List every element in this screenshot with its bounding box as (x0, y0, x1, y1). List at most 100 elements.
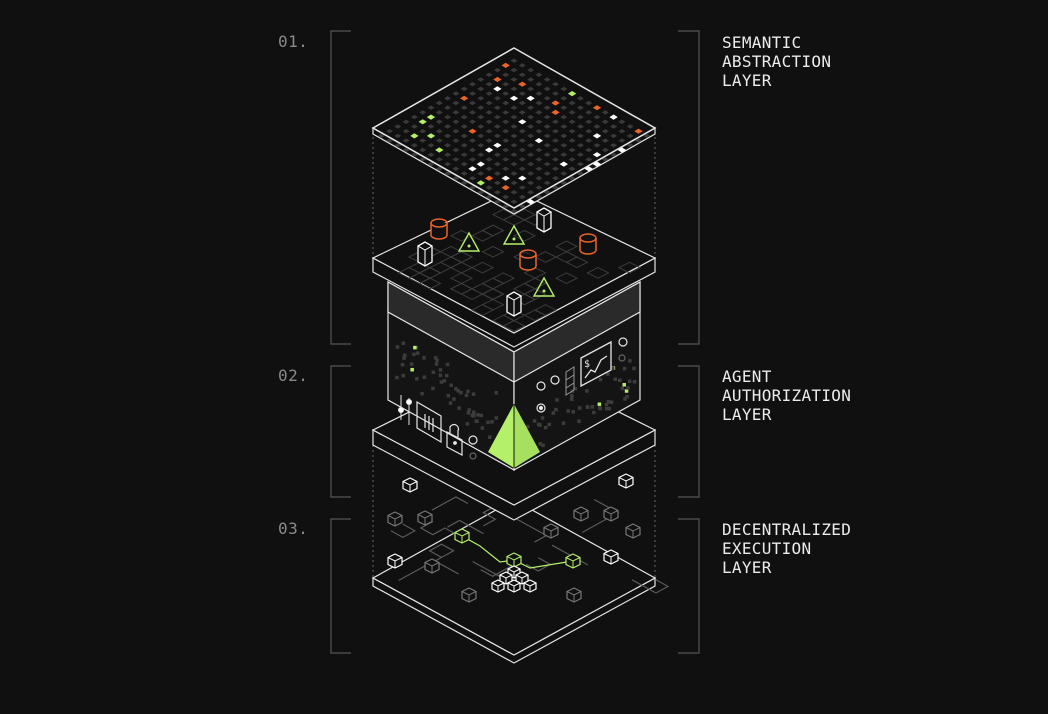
led-dot (409, 362, 414, 366)
cube-edge (523, 582, 537, 592)
grid-cell (576, 114, 584, 120)
grid-cell (493, 76, 502, 83)
maze-cell (554, 240, 579, 253)
grid-cell (485, 194, 493, 200)
grid-cell (601, 119, 609, 124)
layer-2-number: 02. (278, 366, 309, 385)
semantic-plate (371, 47, 657, 215)
grid-cell (468, 166, 477, 172)
grid-cell (510, 133, 518, 139)
grid-cell (585, 110, 593, 115)
dollar-chart-icon: $ (580, 340, 612, 388)
cube-edge (603, 510, 619, 521)
grid-cell (477, 114, 485, 120)
panel-icon (416, 400, 442, 444)
grid-cell (410, 114, 418, 120)
led-dot (623, 397, 627, 401)
grid-cell (493, 180, 501, 186)
led-dot (606, 372, 610, 376)
led-dot (613, 377, 618, 381)
grid-cell (527, 152, 535, 157)
led-dot (459, 390, 463, 395)
led-dot (480, 426, 485, 430)
led-dot (592, 410, 596, 415)
grid-cell (617, 147, 627, 153)
guide-lines (372, 132, 656, 580)
grid-cell (592, 133, 602, 139)
grid-cell (460, 105, 468, 110)
led-dot (554, 407, 558, 412)
grid-cell (527, 143, 535, 148)
grid-cell (426, 133, 436, 139)
grid-cell (609, 114, 618, 120)
grid-cell (460, 133, 468, 139)
maze-cell (470, 304, 495, 316)
led-dot (570, 394, 574, 398)
grid-cell (468, 91, 477, 96)
grid-cell (510, 86, 518, 92)
grid-cell (560, 114, 568, 120)
layer-3-number: 03. (278, 519, 309, 538)
cylinder-top (579, 233, 597, 243)
circuit-trace (390, 523, 417, 539)
grid-cell (543, 105, 551, 110)
led-dot (466, 411, 471, 415)
grid-cell (493, 67, 501, 73)
grid-cell (568, 176, 576, 181)
grid-cell (543, 143, 551, 148)
grid-cell (419, 110, 427, 115)
led-dot (628, 359, 632, 363)
execution-plate (371, 473, 670, 664)
circuit-trace (447, 519, 484, 535)
grid-cell (576, 152, 584, 157)
led-dot (438, 368, 443, 372)
grid-cell (535, 82, 543, 87)
grid-cell (493, 96, 501, 101)
cube-edge (618, 477, 634, 488)
grid-cell (427, 124, 435, 129)
grid-cell (460, 152, 468, 157)
led-dot (466, 389, 470, 394)
grid-cell (485, 91, 493, 96)
grid-cell (460, 124, 468, 129)
grid-cell (527, 124, 535, 129)
grid-cell (535, 129, 543, 134)
grid-cell (427, 143, 435, 148)
grid-cell (477, 96, 485, 101)
pyramid-icon (532, 276, 556, 297)
grid-cell (419, 157, 427, 162)
maze-cell (523, 267, 547, 279)
maze-cell (533, 304, 558, 316)
grid-cell (510, 67, 518, 73)
grid-cell (485, 82, 493, 87)
grid-cell (527, 180, 535, 186)
led-dot (415, 351, 420, 355)
grid-cell (610, 124, 618, 129)
pillar-edge (417, 245, 433, 266)
grid-cell (452, 119, 460, 124)
circuit-trace (480, 562, 517, 577)
led-dot (472, 410, 476, 414)
authorization-box: $ (371, 189, 657, 521)
grid-cell (584, 166, 593, 172)
grid-cell (551, 147, 560, 153)
grid-cell (535, 147, 543, 153)
grid-cell (559, 161, 568, 167)
led-dot (494, 416, 499, 420)
grid-cell (592, 152, 602, 158)
grid-cell (468, 138, 477, 143)
grid-cell (576, 161, 584, 167)
grid-cell (576, 105, 584, 110)
cube-edge (417, 514, 433, 525)
grid-cell (551, 100, 560, 106)
grid-cell (410, 124, 418, 129)
cube-edge (515, 574, 529, 584)
grid-cell (543, 171, 551, 176)
led-dot (605, 406, 609, 411)
grid-cell (551, 176, 560, 181)
grid-cell (585, 138, 593, 143)
led-dot (471, 392, 476, 396)
grid-cell (502, 147, 510, 153)
maze-cell (481, 245, 505, 258)
led-dot (434, 362, 439, 366)
